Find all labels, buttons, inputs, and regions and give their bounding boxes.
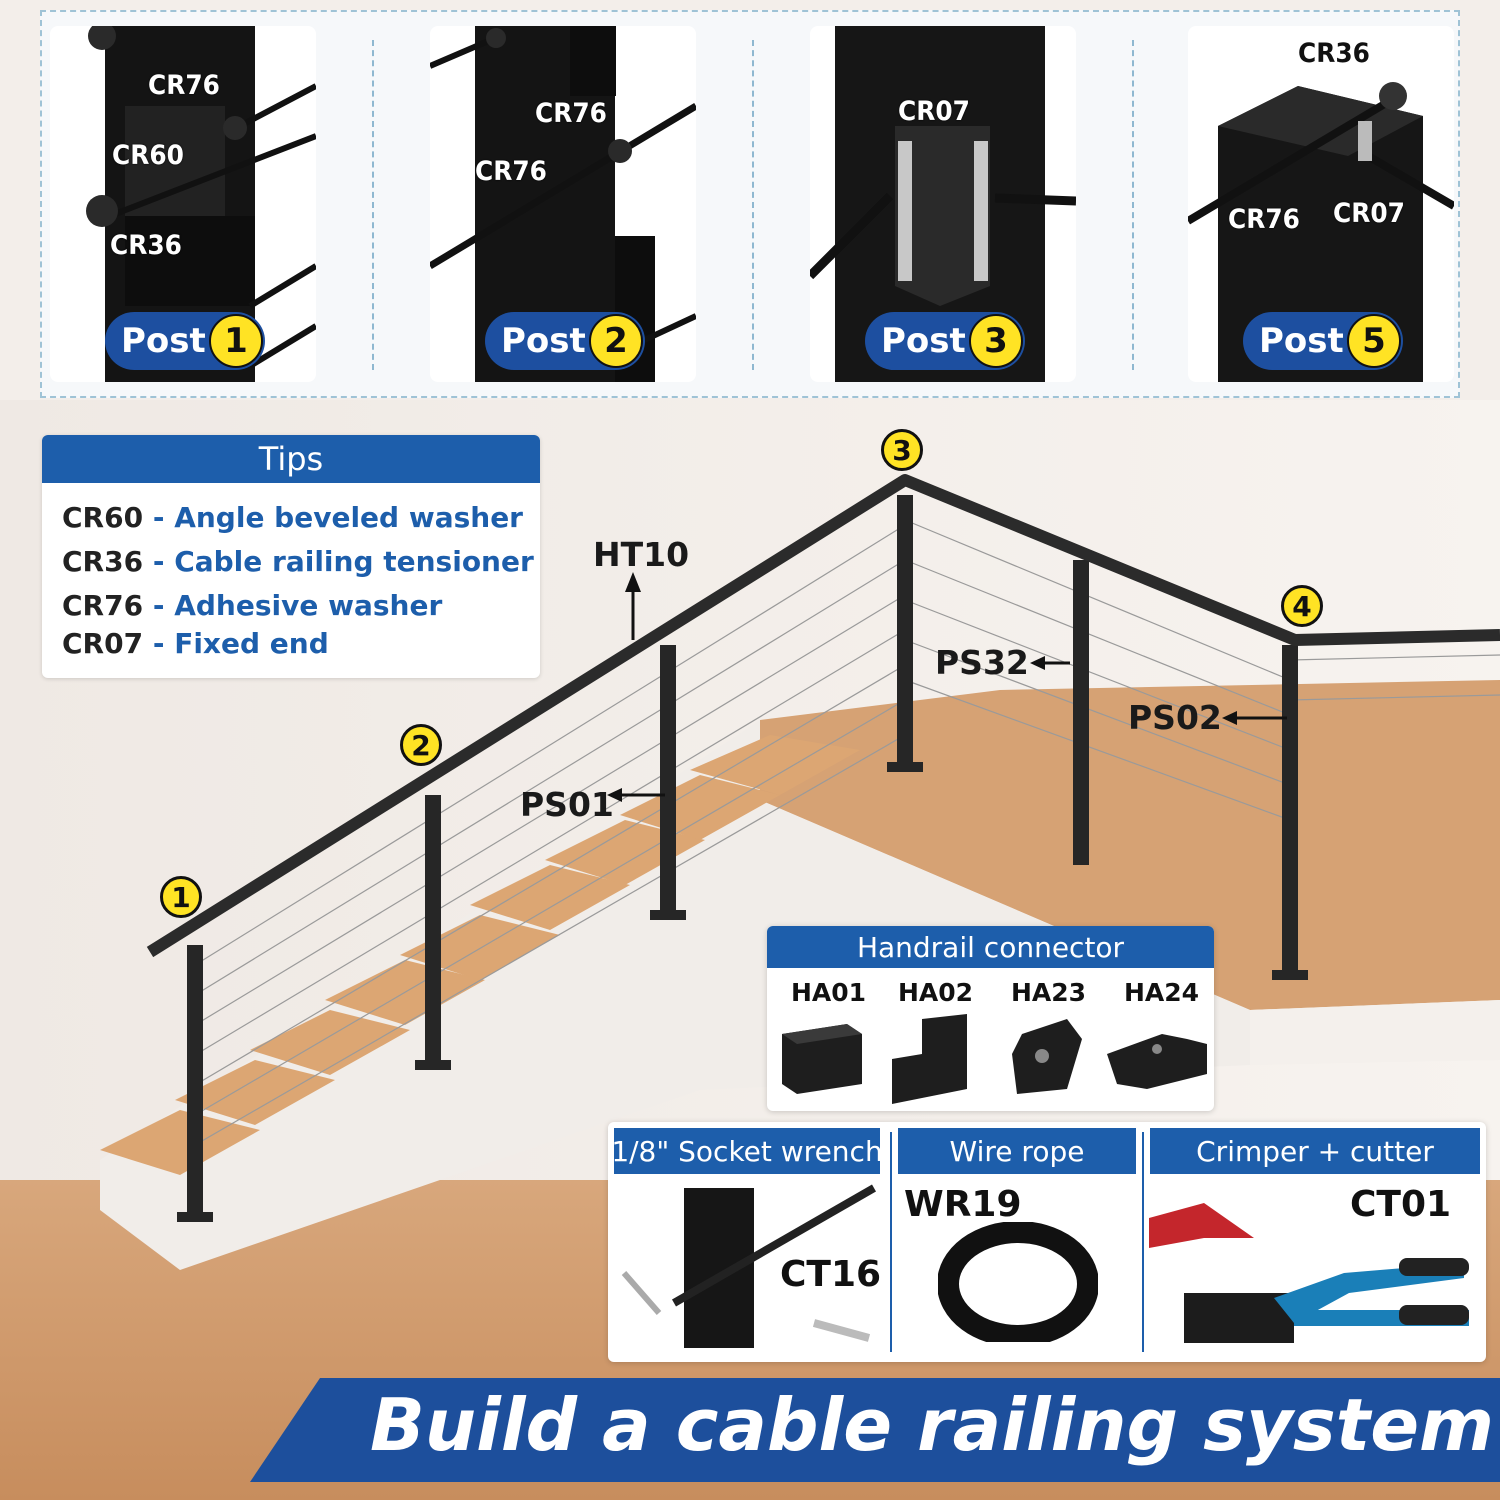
post-word: Post <box>501 321 586 361</box>
tip-desc: - Angle beveled washer <box>152 501 523 534</box>
part-label: CR76 <box>148 70 220 101</box>
connector-label: HA01 <box>791 978 867 1007</box>
post-number-badge: 2 <box>589 314 643 368</box>
tip-desc: - Cable railing tensioner <box>152 545 534 578</box>
part-label: CR36 <box>1298 38 1370 69</box>
post-badge-1: 1 <box>160 876 202 918</box>
crimper-cutter-title: Crimper + cutter <box>1150 1128 1480 1174</box>
post-number-badge: 5 <box>1347 314 1401 368</box>
post-5-detail: CR36 CR76 CR07 Post 5 <box>1188 26 1454 382</box>
ps01-callout: PS01 <box>520 785 614 824</box>
tools-panel: 1/8" Socket wrench CT16 Wire rope WR19 C… <box>608 1122 1486 1362</box>
post-number-badge: 3 <box>969 314 1023 368</box>
banner-title: Build a cable railing system <box>370 1383 1495 1467</box>
post-label-pill: Post 1 <box>105 312 265 370</box>
divider <box>1132 40 1134 370</box>
post-3-detail: CR07 Post 3 <box>810 26 1076 382</box>
post-badge-3: 3 <box>881 429 923 471</box>
tip-item: CR60 - Angle beveled washer <box>62 501 523 534</box>
tip-item: CR76 - Adhesive washer <box>62 589 442 622</box>
post-2-detail: CR76 CR76 Post 2 <box>430 26 696 382</box>
connector-images <box>782 1014 1207 1104</box>
part-label: CR76 <box>475 156 547 187</box>
ps02-callout: PS02 <box>1128 698 1222 737</box>
wire-rope-title: Wire rope <box>898 1128 1136 1174</box>
part-label: CR07 <box>1333 198 1405 229</box>
handrail-connector-panel: Handrail connector HA01 HA02 HA23 HA24 <box>767 926 1214 1111</box>
connector-label: HA24 <box>1124 978 1200 1007</box>
divider <box>372 40 374 370</box>
post-word: Post <box>1259 321 1344 361</box>
tip-desc: - Fixed end <box>152 627 329 660</box>
crimper-cutter-code: CT01 <box>1350 1184 1452 1225</box>
part-label: CR07 <box>898 96 970 127</box>
tips-title: Tips <box>42 435 540 483</box>
ht10-callout: HT10 <box>593 535 690 574</box>
post-label-pill: Post 3 <box>865 312 1025 370</box>
post-badge-2: 2 <box>400 724 442 766</box>
post-number-badge: 1 <box>209 314 263 368</box>
socket-wrench-title: 1/8" Socket wrench <box>611 1128 883 1174</box>
post-badge-4: 4 <box>1281 585 1323 627</box>
divider <box>890 1132 892 1352</box>
post-word: Post <box>121 321 206 361</box>
divider <box>752 40 754 370</box>
title-banner <box>250 1378 1500 1482</box>
handrail-connector-title: Handrail connector <box>767 926 1214 968</box>
post-label-pill: Post 2 <box>485 312 645 370</box>
post-word: Post <box>881 321 966 361</box>
tip-code: CR76 <box>62 589 144 622</box>
part-label: CR76 <box>1228 204 1300 235</box>
part-label: CR76 <box>535 98 607 129</box>
tip-code: CR60 <box>62 501 144 534</box>
ps32-callout: PS32 <box>935 643 1029 682</box>
tip-code: CR07 <box>62 627 144 660</box>
wire-rope-code: WR19 <box>904 1184 1022 1225</box>
part-label: CR36 <box>110 230 182 261</box>
divider <box>1142 1132 1144 1352</box>
wire-rope-coil-image <box>938 1222 1098 1342</box>
socket-wrench-code: CT16 <box>780 1254 882 1295</box>
tip-code: CR36 <box>62 545 144 578</box>
post-label-pill: Post 5 <box>1243 312 1403 370</box>
tip-desc: - Adhesive washer <box>152 589 443 622</box>
crimper-cutter-image <box>1149 1203 1469 1343</box>
connector-label: HA02 <box>898 978 974 1007</box>
post-5-image <box>1188 82 1454 382</box>
tip-item: CR36 - Cable railing tensioner <box>62 545 534 578</box>
connector-label: HA23 <box>1011 978 1087 1007</box>
post-1-detail: CR76 CR60 CR36 Post 1 <box>50 26 316 382</box>
tips-panel: Tips CR60 - Angle beveled washer CR36 - … <box>42 435 540 678</box>
part-label: CR60 <box>112 140 184 171</box>
tip-item: CR07 - Fixed end <box>62 627 329 660</box>
socket-wrench-image <box>621 1184 876 1348</box>
